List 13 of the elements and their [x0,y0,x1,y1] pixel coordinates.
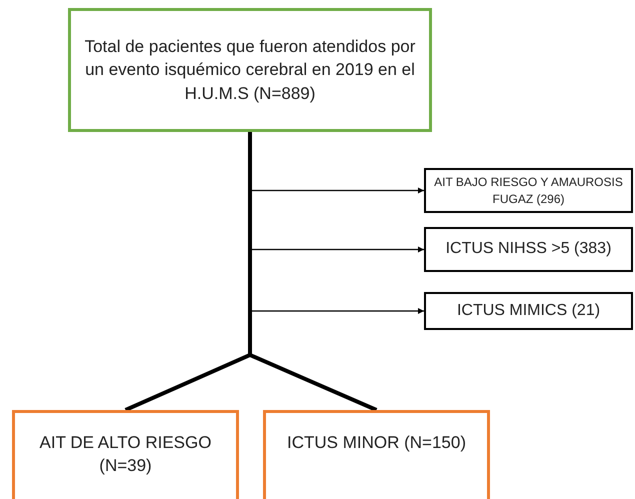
box-text: ICTUS NIHSS >5 (383) [446,239,612,260]
category-box [424,292,633,330]
category-box [424,168,633,213]
box-text: ICTUS MINOR (N=150) [287,432,466,454]
box-text: ICTUS MIMICS (21) [456,300,600,321]
connector-line [248,132,378,412]
group-box [12,410,239,499]
box-text: AIT DE ALTO RIESGO (N=39) [38,432,212,478]
group-box [263,410,490,499]
category-box [424,227,633,272]
box-text: AIT BAJO RIESGO Y AMAUROSIS FUGAZ (296) [433,174,624,208]
box-text: Total de pacientes que fueron atendidos por un evento isquémico cerebral en 2019 en el H.U.M.S (N=889) [84,36,416,105]
root-box [68,8,432,132]
